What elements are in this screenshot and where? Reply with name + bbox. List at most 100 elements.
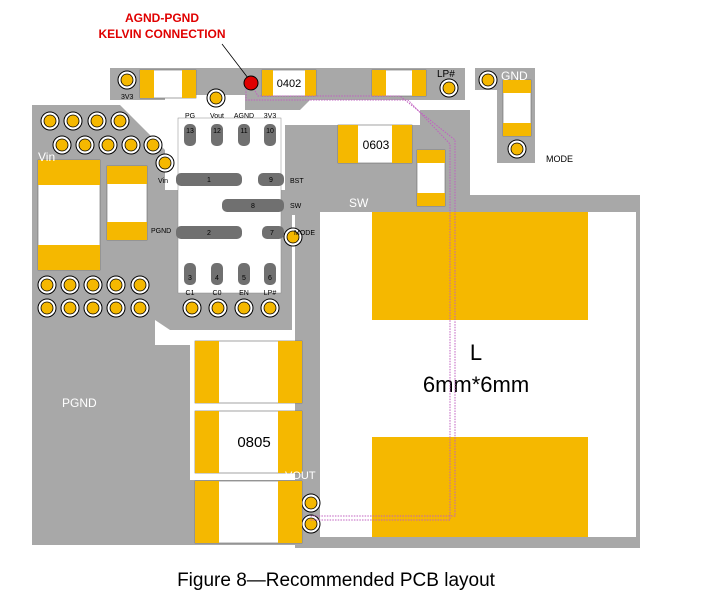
via-pad xyxy=(158,156,172,170)
via-pad xyxy=(66,114,80,128)
ic-pin-name: C1 xyxy=(186,290,195,297)
ic-pin-9-number: 9 xyxy=(269,177,273,184)
label-gnd: GND xyxy=(501,69,528,83)
via-pad xyxy=(63,301,77,315)
ic-pin-name: Vout xyxy=(210,113,224,120)
ic-pin-name: C0 xyxy=(213,290,222,297)
ic-pin-12 xyxy=(211,124,223,146)
via-pad xyxy=(86,301,100,315)
ic-pin-number: 5 xyxy=(242,275,246,282)
via-pad xyxy=(185,301,199,315)
label-3v3: 3V3 xyxy=(121,94,134,101)
ic-pin-1 xyxy=(176,173,242,186)
via-pad xyxy=(304,517,318,531)
callout-line-1: AGND-PGND xyxy=(125,11,199,25)
label-pgnd: PGND xyxy=(62,396,97,410)
ic-pin-number: 6 xyxy=(268,275,272,282)
ic-pin-name: LP# xyxy=(264,290,277,297)
via-pad xyxy=(442,81,456,95)
ic-pin-7-number: 7 xyxy=(270,230,274,237)
via-pad xyxy=(63,278,77,292)
via-pad xyxy=(109,278,123,292)
ic-pin-number: 12 xyxy=(213,128,221,135)
inductor-pad-top xyxy=(372,212,588,320)
via-pad xyxy=(113,114,127,128)
ic-pin-number: 3 xyxy=(188,275,192,282)
ic-pin-name: 3V3 xyxy=(264,113,277,120)
ic-pin-number: 11 xyxy=(240,128,247,135)
resistor-lp xyxy=(371,69,427,97)
ic-pin-9 xyxy=(258,173,284,186)
ic-pin-9-name: BST xyxy=(290,178,304,185)
resistor-mode xyxy=(502,79,532,137)
via-pad xyxy=(124,138,138,152)
cap-out-3 xyxy=(194,480,303,544)
kelvin-point xyxy=(243,75,259,91)
ic-pin-8-name: SW xyxy=(290,203,302,210)
callout-leader xyxy=(221,43,249,79)
ic-pin-8 xyxy=(222,199,284,212)
ic-pin-11 xyxy=(238,124,250,146)
cap-bst xyxy=(416,149,446,207)
cap-vin-small xyxy=(106,165,148,241)
via-pad xyxy=(109,301,123,315)
ic-pin-8-number: 8 xyxy=(251,203,255,210)
ic-pin-6 xyxy=(264,263,276,285)
label-0805: 0805 xyxy=(237,434,270,451)
ic-pin-10 xyxy=(264,124,276,146)
ic-pin-name: PG xyxy=(185,113,195,120)
ic-pin-7-name: MODE xyxy=(294,230,315,237)
inductor-size: 6mm*6mm xyxy=(423,372,529,397)
figure-caption: Figure 8—Recommended PCB layout xyxy=(177,570,496,591)
ic-pin-number: 13 xyxy=(186,128,194,135)
via-pad xyxy=(86,278,100,292)
via-pad xyxy=(286,230,300,244)
label-0603: 0603 xyxy=(363,138,390,152)
via-pad xyxy=(40,278,54,292)
via-pad xyxy=(133,301,147,315)
via-pad xyxy=(101,138,115,152)
callout-line-2: KELVIN CONNECTION xyxy=(98,27,225,41)
via-pad xyxy=(146,138,160,152)
resistor-0402 xyxy=(261,69,317,97)
ic-pin-1-name: Vin xyxy=(158,178,168,185)
ic-pin-3 xyxy=(184,263,196,285)
ic-pin-7 xyxy=(262,226,284,239)
inductor-pad-bottom xyxy=(372,437,588,537)
via-pad xyxy=(211,301,225,315)
via-pad xyxy=(78,138,92,152)
via-pad xyxy=(55,138,69,152)
ic-pin-1-number: 1 xyxy=(207,177,211,184)
via-pad xyxy=(120,73,134,87)
via-pad xyxy=(263,301,277,315)
via-pad xyxy=(304,496,318,510)
ic-pin-13 xyxy=(184,124,196,146)
via-pad xyxy=(43,114,57,128)
cap-out-1 xyxy=(194,340,303,404)
via-pad xyxy=(90,114,104,128)
via-pad xyxy=(133,278,147,292)
ic-pin-2-name: PGND xyxy=(151,228,171,235)
label-mode: MODE xyxy=(546,154,573,164)
label-vout: VOUT xyxy=(285,470,316,482)
ic-pin-number: 4 xyxy=(215,275,219,282)
cap-vin-large xyxy=(37,159,101,271)
ic-pin-name: EN xyxy=(239,290,249,297)
label-vin: Vin xyxy=(38,150,55,164)
ic-pin-5 xyxy=(238,263,250,285)
kelvin-trace xyxy=(245,83,456,521)
ic-pin-name: AGND xyxy=(234,113,254,120)
ic-pin-2 xyxy=(176,226,242,239)
label-lp: LP# xyxy=(437,69,455,80)
label-0402: 0402 xyxy=(277,78,301,90)
via-pad xyxy=(510,142,524,156)
cap-out-2 xyxy=(194,410,303,474)
label-sw: SW xyxy=(349,196,369,210)
ic-pin-2-number: 2 xyxy=(207,230,211,237)
ic-pin-4 xyxy=(211,263,223,285)
via-pad xyxy=(237,301,251,315)
cap-3v3 xyxy=(139,69,197,99)
